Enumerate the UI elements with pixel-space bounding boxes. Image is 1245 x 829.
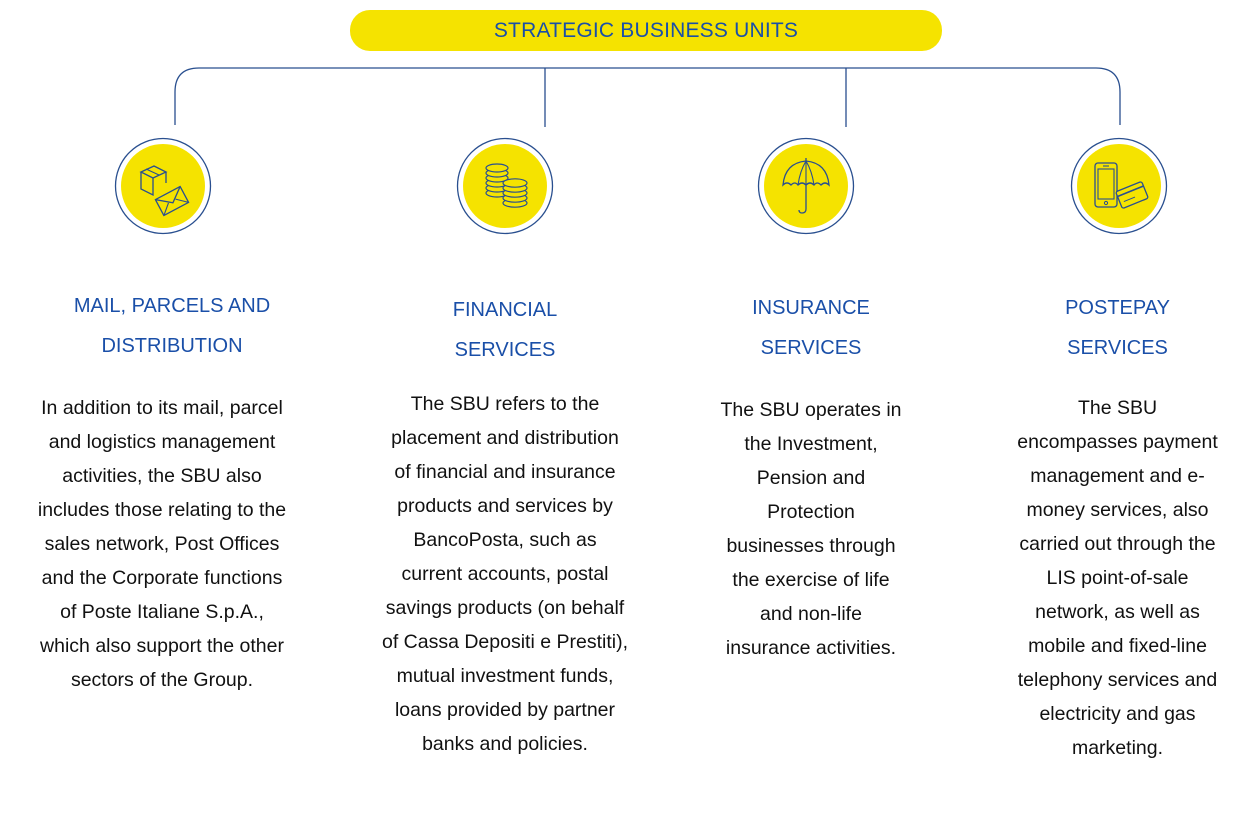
body-line: savings products (on behalf bbox=[385, 597, 625, 619]
unit-title-line: INSURANCE bbox=[752, 297, 870, 319]
body-line: of Cassa Depositi e Prestiti), bbox=[381, 631, 628, 653]
unit-title-line: SERVICES bbox=[454, 339, 556, 361]
unit-title-line: SERVICES bbox=[760, 337, 862, 359]
unit-icon-insurance bbox=[757, 137, 855, 235]
body-line: carried out through the bbox=[1019, 533, 1216, 555]
body-line: products and services by bbox=[397, 495, 613, 517]
body-line: banks and policies. bbox=[422, 733, 588, 755]
unit-icon-mail bbox=[114, 137, 212, 235]
parcel-envelope-icon bbox=[114, 137, 212, 235]
unit-title-line: SERVICES bbox=[1067, 337, 1168, 359]
body-line: insurance activities. bbox=[725, 637, 897, 659]
body-line: the exercise of life bbox=[732, 569, 890, 591]
unit-title-line: MAIL, PARCELS AND bbox=[73, 295, 271, 317]
body-line: which also support the other bbox=[40, 635, 284, 657]
unit-body-financial: The SBU refers to the placement and dist… bbox=[355, 387, 655, 761]
body-line: network, as well as bbox=[1035, 601, 1200, 623]
body-line: sales network, Post Offices bbox=[44, 533, 280, 555]
unit-body-postepay: The SBU encompasses payment management a… bbox=[985, 391, 1245, 765]
body-line: money services, also bbox=[1026, 499, 1209, 521]
coins-icon bbox=[456, 137, 554, 235]
unit-body-mail: In addition to its mail, parcel and logi… bbox=[2, 391, 322, 697]
body-line: the Investment, bbox=[744, 433, 878, 455]
body-line: LIS point-of-sale bbox=[1046, 567, 1189, 589]
body-line: and the Corporate functions bbox=[41, 567, 283, 589]
phone-card-icon bbox=[1070, 137, 1168, 235]
body-line: management and e- bbox=[1030, 465, 1205, 487]
strategic-business-units-banner: STRATEGIC BUSINESS UNITS bbox=[350, 10, 942, 51]
body-line: The SBU bbox=[1077, 397, 1158, 419]
body-line: telephony services and bbox=[1017, 669, 1218, 691]
unit-title-line: FINANCIAL bbox=[452, 299, 558, 321]
unit-icon-postepay bbox=[1070, 137, 1168, 235]
body-line: The SBU refers to the bbox=[410, 393, 600, 415]
body-line: mobile and fixed-line bbox=[1028, 635, 1207, 657]
unit-title-financial: FINANCIAL SERVICES bbox=[355, 290, 655, 370]
body-line: mutual investment funds, bbox=[396, 665, 614, 687]
body-line: In addition to its mail, parcel bbox=[41, 397, 283, 419]
body-line: of Poste Italiane S.p.A., bbox=[60, 601, 264, 623]
unit-title-postepay: POSTEPAY SERVICES bbox=[980, 288, 1245, 368]
body-line: includes those relating to the bbox=[37, 499, 287, 521]
body-line: placement and distribution bbox=[391, 427, 619, 449]
body-line: BancoPosta, such as bbox=[413, 529, 597, 551]
body-line: loans provided by partner bbox=[394, 699, 616, 721]
body-line: activities, the SBU also bbox=[62, 465, 262, 487]
body-line: and logistics management bbox=[48, 431, 276, 453]
body-line: and non-life bbox=[760, 603, 862, 625]
unit-title-mail: MAIL, PARCELS AND DISTRIBUTION bbox=[12, 286, 332, 366]
connector-tree bbox=[174, 67, 1121, 125]
body-line: businesses through bbox=[726, 535, 896, 557]
umbrella-icon bbox=[757, 137, 855, 235]
banner-label: STRATEGIC BUSINESS UNITS bbox=[493, 18, 799, 42]
unit-title-line: DISTRIBUTION bbox=[101, 335, 243, 357]
body-line: of financial and insurance bbox=[394, 461, 616, 483]
unit-title-insurance: INSURANCE SERVICES bbox=[676, 288, 946, 368]
unit-title-line: POSTEPAY bbox=[1065, 297, 1170, 319]
body-line: sectors of the Group. bbox=[70, 669, 254, 691]
body-line: Pension and bbox=[756, 467, 866, 489]
unit-icon-financial bbox=[456, 137, 554, 235]
body-line: encompasses payment bbox=[1017, 431, 1218, 453]
body-line: electricity and gas bbox=[1039, 703, 1196, 725]
body-line: The SBU operates in bbox=[720, 399, 902, 421]
body-line: Protection bbox=[767, 501, 855, 523]
unit-body-insurance: The SBU operates in the Investment, Pens… bbox=[686, 393, 936, 665]
body-line: marketing. bbox=[1071, 737, 1164, 759]
body-line: current accounts, postal bbox=[401, 563, 609, 585]
